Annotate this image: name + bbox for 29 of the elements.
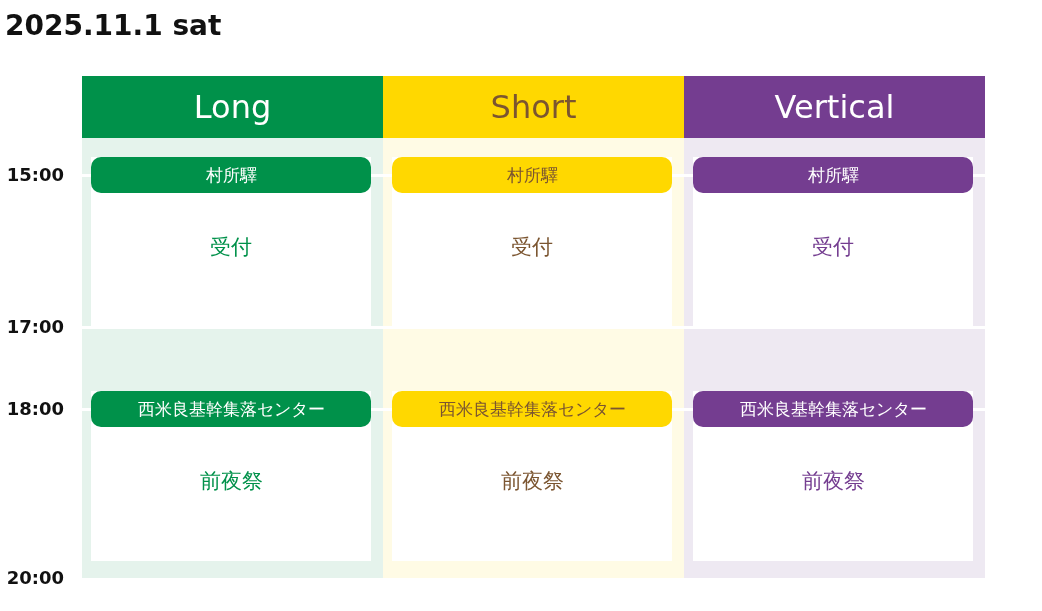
schedule-column [383,76,684,578]
time-label: 18:00 [5,398,64,420]
event-card [693,391,973,561]
column-header: Short [383,76,684,138]
location-tag: 村所驛 [693,157,973,193]
time-label: 17:00 [5,316,64,338]
time-label: 20:00 [5,567,64,589]
column-header: Vertical [684,76,985,138]
event-label: 前夜祭 [198,468,264,495]
location-tag: 西米良基幹集落センター [91,391,371,427]
event-label: 受付 [510,234,554,261]
event-card [91,391,371,561]
location-tag: 西米良基幹集落センター [693,391,973,427]
location-tag: 西米良基幹集落センター [392,391,672,427]
time-label: 15:00 [5,164,64,186]
location-tag: 村所驛 [91,157,371,193]
event-label: 受付 [811,234,855,261]
event-label: 前夜祭 [800,468,866,495]
event-card [91,157,371,327]
event-card [693,157,973,327]
location-tag: 村所驛 [392,157,672,193]
event-label: 受付 [209,234,253,261]
page-title: 2025.11.1 sat [5,8,222,44]
schedule-column [82,76,383,578]
schedule-column [684,76,985,578]
event-card [392,157,672,327]
column-header: Long [82,76,383,138]
event-label: 前夜祭 [499,468,565,495]
event-card [392,391,672,561]
